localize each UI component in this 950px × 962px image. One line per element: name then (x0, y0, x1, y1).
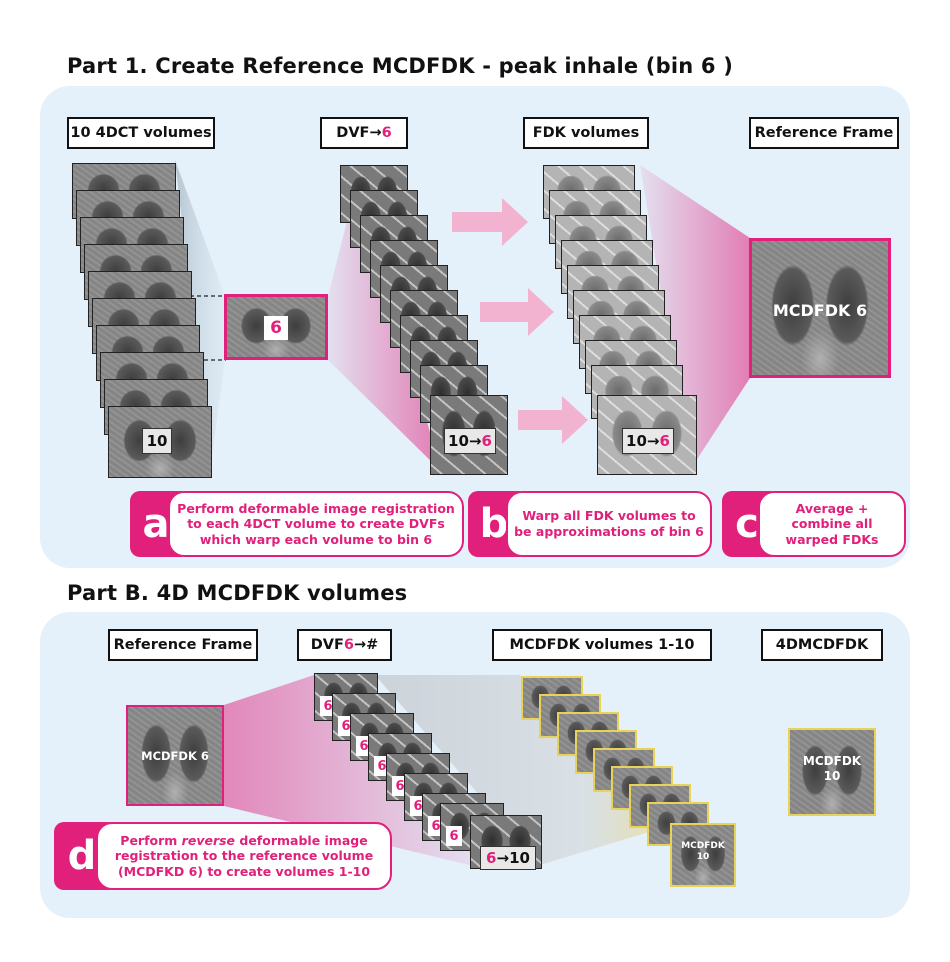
dvf2-target: # (366, 637, 379, 653)
dvf2-front-tag: 6→10 (480, 846, 536, 870)
fourd-caption-line2: 10 (823, 769, 841, 783)
tag-arrow: → (496, 849, 510, 867)
reference-caption-2: MCDFDK 6 (141, 749, 209, 763)
tag-to: 6 (481, 432, 492, 450)
tag-to: 10 (509, 849, 530, 867)
mcdfdk-front-line1: MCDFDK (681, 841, 725, 851)
label-mcdfdk-volumes: MCDFDK volumes 1-10 (492, 629, 712, 661)
tag-arrow: → (646, 432, 660, 450)
arrow-right-icon (518, 396, 588, 444)
ct-front-tag: 10 (142, 428, 172, 454)
dvf2-prefix: DVF (310, 637, 344, 653)
step-b-text: Warp all FDK volumes to be approximation… (506, 491, 712, 557)
step-d-text-pre: Perform (120, 832, 182, 848)
reference-mcdfdk6-part2: MCDFDK 6 (126, 705, 224, 806)
step-d-text-em: reverse (181, 832, 236, 848)
step-b: b Warp all FDK volumes to be approximati… (468, 491, 712, 557)
dvf2-arrow: → (353, 637, 367, 653)
tag-from: 6 (486, 849, 497, 867)
step-c-text: Average + combine all warped FDKs (758, 491, 906, 557)
label-dvf-to-6: DVF→6 (320, 117, 408, 149)
step-c: c Average + combine all warped FDKs (722, 491, 906, 557)
mcdfdk-front-caption: MCDFDK 10 (672, 841, 734, 863)
fourd-caption: MCDFDK 10 (790, 754, 874, 784)
step-a-text: Perform deformable image registration to… (168, 491, 464, 557)
part1-title: Part 1. Create Reference MCDFDK - peak i… (67, 54, 734, 78)
arrow-right-icon (480, 288, 554, 336)
ct-bin6-slice (224, 294, 328, 360)
tag-from: 10 (626, 432, 647, 450)
step-d-text-post: deformable image registration to the ref… (114, 832, 374, 879)
fourd-caption-line1: MCDFDK (802, 754, 862, 768)
tag-to: 6 (659, 432, 670, 450)
reference-caption: MCDFDK 6 (772, 301, 868, 320)
mcdfdk-slice-front: MCDFDK 10 (670, 823, 736, 887)
step-a: a Perform deformable image registration … (130, 491, 464, 557)
label-fdk-volumes: FDK volumes (523, 117, 649, 149)
label-reference-frame-2: Reference Frame (108, 629, 258, 661)
center-tag: 6 (264, 316, 288, 340)
dvf-prefix: DVF (336, 125, 370, 141)
fdk-front-tag: 10→6 (622, 428, 674, 454)
arrow-right-icon (452, 198, 528, 246)
fourd-mcdfdk-volume: MCDFDK 10 (788, 728, 876, 816)
dvf2-slice-tag: 6 (446, 826, 462, 846)
reference-mcdfdk6: MCDFDK 6 (749, 238, 891, 378)
tag-arrow: → (468, 432, 482, 450)
label-4dct-volumes: 10 4DCT volumes (67, 117, 215, 149)
dvf2-source: 6 (343, 637, 354, 653)
step-d: d Perform reverse deformable image regis… (54, 822, 392, 890)
step-d-text: Perform reverse deformable image registr… (96, 822, 392, 890)
part2-title: Part B. 4D MCDFDK volumes (67, 581, 408, 605)
label-reference-frame: Reference Frame (749, 117, 899, 149)
dvf-front-tag: 10→6 (444, 428, 496, 454)
label-4dmcdfdk: 4DMCDFDK (761, 629, 883, 661)
mcdfdk-front-line2: 10 (696, 851, 710, 862)
dvf-arrow: → (369, 125, 382, 141)
tag-from: 10 (448, 432, 469, 450)
dvf-target: 6 (381, 125, 392, 141)
